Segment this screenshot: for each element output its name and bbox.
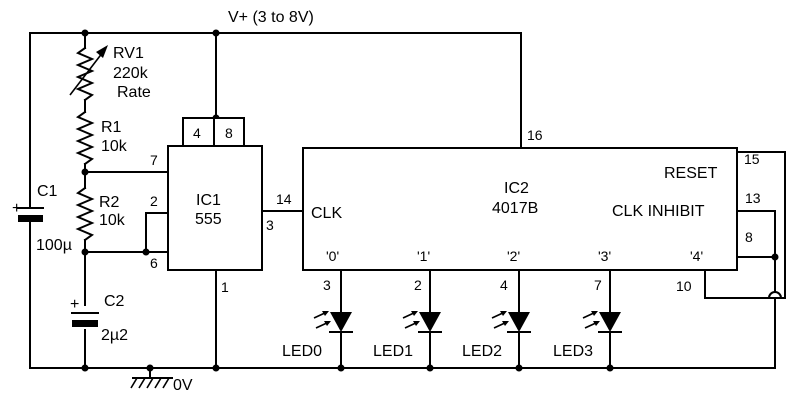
ic1-pin7: 7 xyxy=(150,152,158,168)
ic1-pin4: 4 xyxy=(193,125,201,141)
r1-ref: R1 xyxy=(101,119,122,136)
ground-label: 0V xyxy=(173,377,193,394)
ic2-ref: IC2 xyxy=(504,180,529,197)
c1-value: 100µ xyxy=(36,237,72,254)
led2 xyxy=(491,269,531,369)
ic1-part: 555 xyxy=(195,211,222,228)
r2-ref: R2 xyxy=(99,194,120,211)
ic2-output-2: '2' xyxy=(507,248,520,264)
rv1-ref: RV1 xyxy=(113,45,144,62)
led1 xyxy=(402,269,442,369)
ic1-pin2: 2 xyxy=(150,193,158,209)
rv1-value: 220k xyxy=(113,65,149,82)
ic2-pin16: 16 xyxy=(527,127,543,143)
ic1-pin3: 3 xyxy=(266,217,274,233)
c2-value: 2µ2 xyxy=(101,327,128,344)
ic2-pin14: 14 xyxy=(276,191,292,207)
ic1-box xyxy=(167,145,263,271)
led0-label: LED0 xyxy=(282,343,322,360)
ic2-output-3: '3' xyxy=(598,248,611,264)
ic2-reset-label: RESET xyxy=(664,165,718,182)
ground-symbol xyxy=(130,367,173,389)
ic2-output-1: '1' xyxy=(417,248,430,264)
rv1-adjust-arrow xyxy=(69,45,108,96)
r1-value: 10k xyxy=(101,138,128,155)
c2-polarity: + xyxy=(70,296,79,313)
ic2-clk-label: CLK xyxy=(311,205,342,222)
ic2-pin10: 10 xyxy=(676,278,692,294)
ic1-wires xyxy=(84,171,304,256)
ic2-pin8: 8 xyxy=(745,229,753,245)
ic1-ref: IC1 xyxy=(196,192,221,209)
ic2-output-0: '0' xyxy=(326,248,339,264)
supply-label: V+ (3 to 8V) xyxy=(228,9,314,26)
ic1-pin1: 1 xyxy=(221,279,229,295)
led2-pin: 4 xyxy=(500,277,508,293)
c2-ref: C2 xyxy=(104,293,125,310)
led3 xyxy=(582,269,622,369)
c1-polarity: + xyxy=(12,200,21,217)
led3-pin: 7 xyxy=(594,277,602,293)
ic2-box xyxy=(302,147,738,271)
capacitor-c1 xyxy=(17,187,44,241)
led2-label: LED2 xyxy=(462,343,502,360)
ic1-pin8: 8 xyxy=(225,125,233,141)
ic2-reset-wiring xyxy=(704,151,786,300)
ic2-part: 4017B xyxy=(492,200,538,217)
ground-rail xyxy=(29,239,776,372)
r2-value: 10k xyxy=(99,212,126,229)
led0-pin: 3 xyxy=(323,277,331,293)
ic2-clk-inhibit-label: CLK INHIBIT xyxy=(612,203,705,220)
ic2-pin15: 15 xyxy=(744,151,760,167)
led3-label: LED3 xyxy=(553,343,593,360)
c1-ref: C1 xyxy=(37,183,58,200)
ic1-pin6: 6 xyxy=(150,255,158,271)
ic2-pin13: 13 xyxy=(745,190,761,206)
led1-label: LED1 xyxy=(373,343,413,360)
capacitor-c2 xyxy=(71,312,99,327)
ic2-output-4: '4' xyxy=(690,248,703,264)
led1-pin: 2 xyxy=(414,277,422,293)
led0 xyxy=(313,269,353,369)
resistor-chain xyxy=(75,32,95,369)
rv1-note: Rate xyxy=(117,84,151,101)
